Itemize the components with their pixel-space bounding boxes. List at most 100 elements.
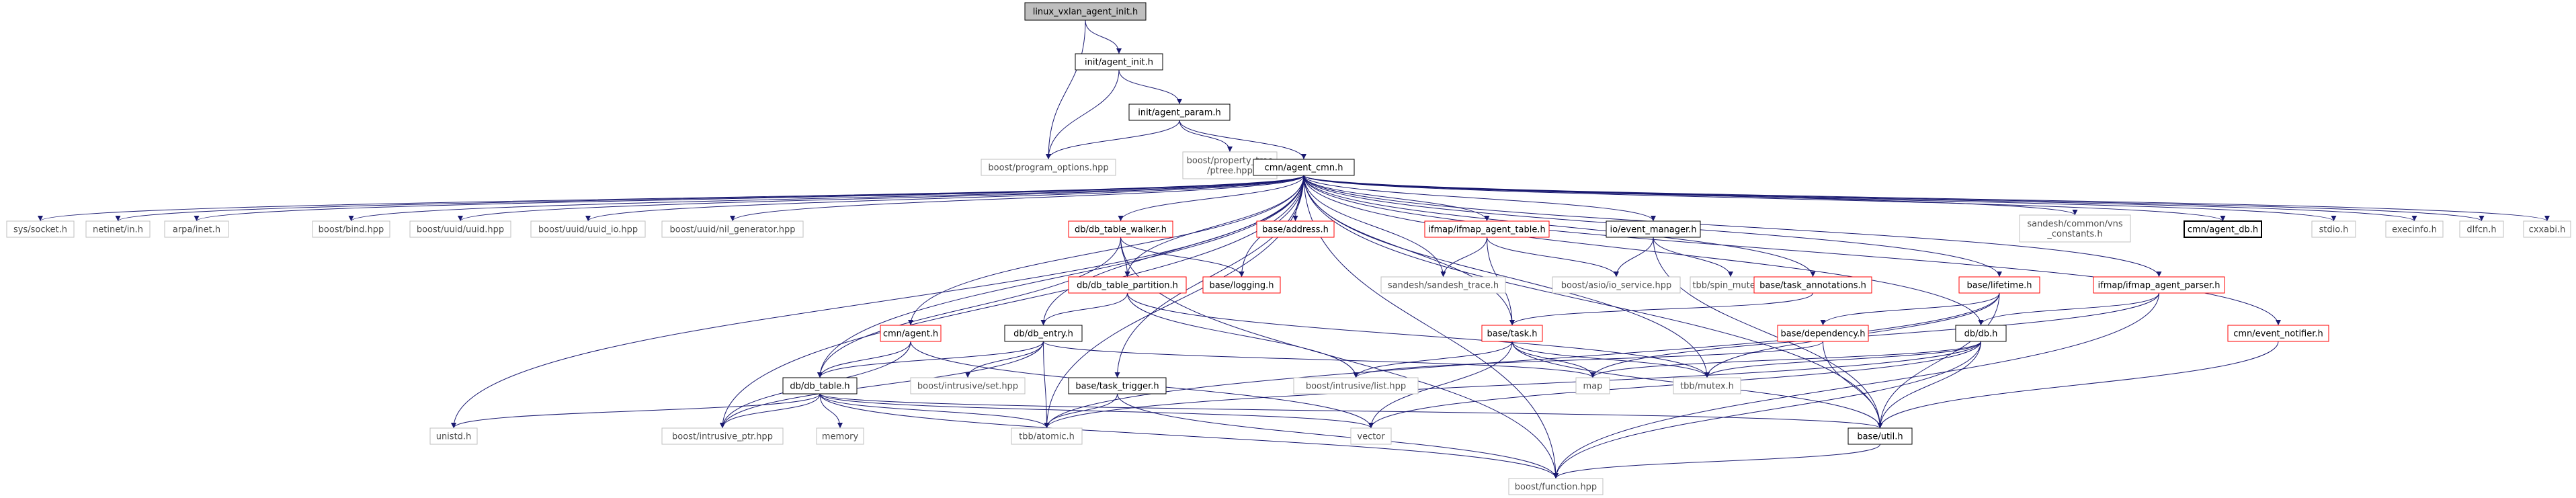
edge-db-table-partition-to-tbb-mutex: [1127, 292, 1710, 378]
node-label: boost/program_options.hpp: [988, 163, 1108, 173]
node-box: [2523, 220, 2571, 238]
node-base-task-annotations[interactable]: base/task_annotations.h: [1753, 276, 1872, 294]
node-boost-nil-gen: boost/uuid/nil_generator.hpp: [661, 220, 804, 238]
edge-db-table-walker-to-db-table-partition: [1120, 237, 1130, 278]
edge-db-db-table-to-unistd: [451, 393, 821, 429]
edge-root-to-init-agent-init: [1085, 19, 1122, 54]
node-box: [1673, 377, 1741, 395]
node-box: [1202, 276, 1281, 294]
edge-cmn-agent-cmn-to-unistd: [451, 175, 1304, 429]
node-db-db-table[interactable]: db/db_table.h: [782, 377, 858, 395]
edge-cmn-agent-cmn-to-db-table-walker: [1118, 175, 1304, 222]
node-ifmap-agent-table[interactable]: ifmap/ifmap_agent_table.h: [1424, 220, 1550, 238]
edge-cmn-event-notifier-to-base-util: [1877, 341, 2279, 429]
node-init-agent-param[interactable]: init/agent_param.h: [1128, 103, 1231, 121]
node-label: base/lifetime.h: [1967, 281, 2032, 291]
node-sys-socket: sys/socket.h: [6, 220, 75, 238]
node-label: cmn/event_notifier.h: [2233, 329, 2323, 339]
node-cmn-agent[interactable]: cmn/agent.h: [880, 325, 942, 342]
node-label: base/address.h: [1262, 225, 1329, 235]
node-sandesh-vns: sandesh/common/vns_constants.h: [2019, 214, 2131, 243]
edge-cmn-agent-cmn-to-ifmap-agent-table: [1303, 175, 1490, 222]
node-boost-asio: boost/asio/io_service.hpp: [1552, 276, 1681, 294]
node-box: [661, 220, 804, 238]
node-boost-intr-list: boost/intrusive/list.hpp: [1293, 377, 1419, 395]
node-box: [164, 220, 229, 238]
node-box: [2311, 220, 2356, 238]
node-box: [2385, 220, 2444, 238]
node-label: boost/bind.hpp: [319, 225, 384, 235]
edge-base-task-to-boost-intr-list: [1353, 341, 1513, 378]
node-box: [816, 427, 864, 445]
node-cmn-event-notifier[interactable]: cmn/event_notifier.h: [2227, 325, 2329, 342]
node-box: [1004, 325, 1083, 342]
edge-db-db-entry-to-boost-intr-set: [965, 341, 1044, 378]
node-label: cmn/agent_db.h: [2188, 225, 2258, 235]
edge-db-db-table-to-memory: [819, 393, 843, 429]
edge-ifmap-agent-parser-to-map: [1590, 292, 2159, 378]
edge-base-dependency-to-boost-intr-list: [1353, 341, 1823, 378]
edge-db-db-table-to-boost-intr-ptr: [720, 393, 821, 429]
node-base-util[interactable]: base/util.h: [1847, 427, 1913, 445]
node-label: ifmap/ifmap_agent_table.h: [1428, 225, 1545, 235]
edge-base-task-to-vector: [1368, 341, 1513, 429]
node-db-table-walker[interactable]: db/db_table_walker.h: [1068, 220, 1173, 238]
node-base-logging[interactable]: base/logging.h: [1202, 276, 1281, 294]
node-box: [1068, 377, 1167, 395]
node-base-task-trigger[interactable]: base/task_trigger.h: [1068, 377, 1167, 395]
edge-db-table-walker-to-base-logging: [1120, 237, 1245, 278]
node-base-dependency[interactable]: base/dependency.h: [1777, 325, 1869, 342]
node-cmn-agent-cmn[interactable]: cmn/agent_cmn.h: [1253, 159, 1355, 176]
node-label: base/util.h: [1857, 432, 1903, 442]
edge-db-db-entry-to-boost-intr-ptr: [720, 341, 1044, 429]
node-db-db-entry[interactable]: db/db_entry.h: [1004, 325, 1083, 342]
node-ifmap-agent-parser[interactable]: ifmap/ifmap_agent_parser.h: [2093, 276, 2225, 294]
edge-io-event-manager-to-tbb-spin: [1653, 237, 1733, 278]
node-label: init/agent_init.h: [1085, 58, 1153, 68]
edge-base-dependency-to-base-util: [1823, 341, 1883, 429]
node-box: [1350, 427, 1392, 445]
node-label: boost/uuid/nil_generator.hpp: [670, 225, 796, 235]
node-label: tbb/spin_mutex.h: [1692, 281, 1768, 291]
edge-base-util-to-boost-function: [1553, 444, 1880, 479]
node-label: map: [1583, 382, 1603, 392]
node-io-event-manager[interactable]: io/event_manager.h: [1606, 220, 1701, 238]
node-label: linux_vxlan_agent_init.h: [1033, 7, 1138, 17]
node-prog-opts: boost/program_options.hpp: [981, 159, 1116, 176]
node-cmn-agent-db[interactable]: cmn/agent_db.h: [2184, 220, 2262, 238]
node-db-table-partition[interactable]: db/db_table_partition.h: [1068, 276, 1187, 294]
edge-cmn-agent-cmn-to-stdio: [1303, 175, 2337, 222]
edge-db-db-to-base-util: [1877, 341, 1981, 429]
node-label: unistd.h: [436, 432, 472, 442]
node-base-address[interactable]: base/address.h: [1256, 220, 1335, 238]
node-base-lifetime[interactable]: base/lifetime.h: [1958, 276, 2040, 294]
edge-db-table-partition-to-db-db-entry: [1040, 292, 1128, 326]
node-boost-bind: boost/bind.hpp: [312, 220, 390, 238]
node-base-task[interactable]: base/task.h: [1481, 325, 1543, 342]
node-label: vector: [1357, 432, 1385, 442]
node-label: boost/intrusive/set.hpp: [917, 382, 1018, 392]
node-root[interactable]: linux_vxlan_agent_init.h: [1024, 2, 1147, 21]
node-db-db[interactable]: db/db.h: [1955, 325, 2007, 342]
node-box: [409, 220, 511, 238]
node-box: [1024, 2, 1147, 21]
node-box: [1128, 103, 1231, 121]
node-label: execinfo.h: [2392, 225, 2437, 235]
edge-init-agent-param-to-prop-tree: [1179, 120, 1233, 153]
node-box: [1424, 220, 1550, 238]
node-label: db/db_table_walker.h: [1075, 225, 1167, 235]
node-boost-uuid: boost/uuid/uuid.hpp: [409, 220, 511, 238]
edge-cmn-agent-cmn-to-boost-uuid: [458, 175, 1304, 222]
edge-cmn-agent-cmn-to-io-event-manager: [1303, 175, 1656, 222]
edge-cmn-agent-cmn-to-sandesh-trace: [1303, 175, 1446, 278]
node-box: [782, 377, 858, 395]
node-box: [910, 377, 1026, 395]
edge-db-db-table-to-tbb-atomic: [819, 393, 1050, 429]
edge-db-table-walker-to-db-db-table: [817, 237, 1121, 378]
edge-init-agent-param-to-prog-opts: [1046, 120, 1180, 160]
node-label: cmn/agent_cmn.h: [1265, 163, 1343, 173]
node-label: db/db_table.h: [790, 382, 849, 392]
node-label: stdio.h: [2319, 225, 2349, 235]
node-init-agent-init[interactable]: init/agent_init.h: [1075, 53, 1163, 71]
